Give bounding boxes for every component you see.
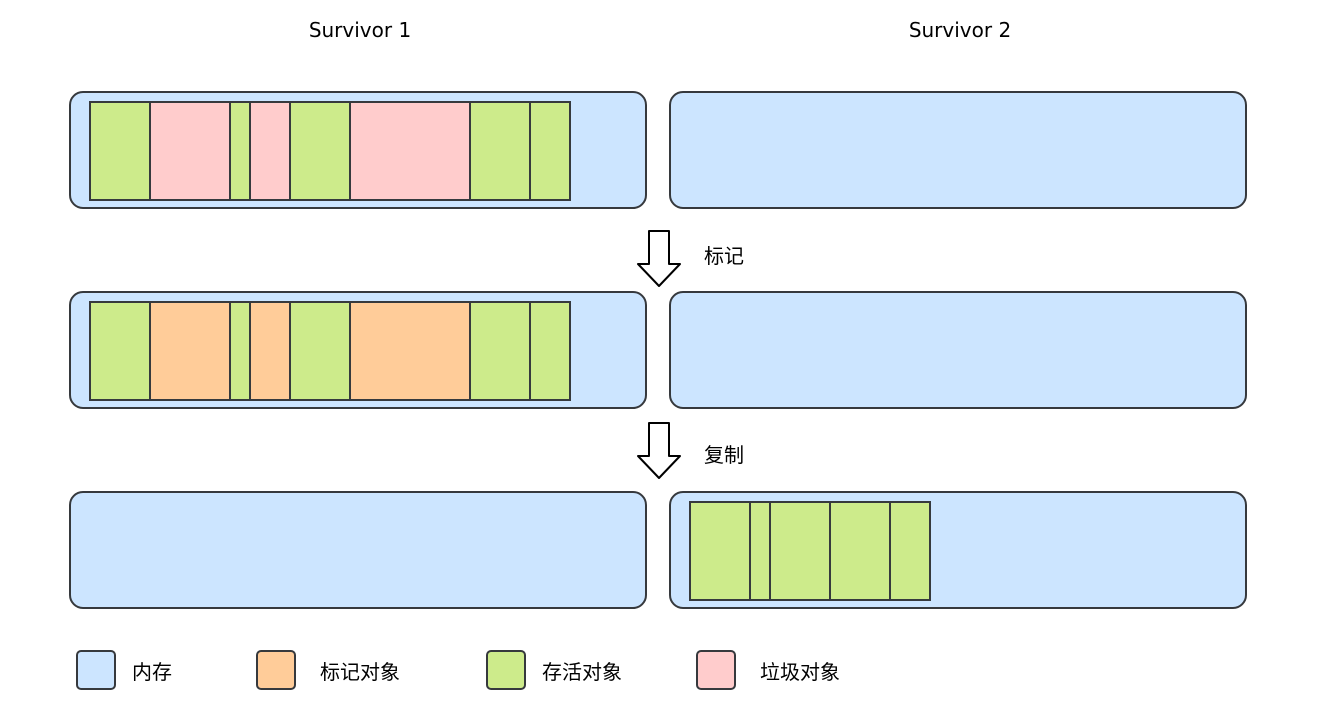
survivor-2-region-row-1: [669, 91, 1247, 209]
live-object-cell: [689, 501, 751, 601]
legend-label-garbage: 垃圾对象: [760, 659, 840, 684]
object-cells-row-2-s1: [89, 301, 571, 401]
survivor-1-region-row-1: [69, 91, 647, 209]
live-object-cell: [229, 301, 251, 401]
survivor-1-region-row-2: [69, 291, 647, 409]
live-object-cell: [749, 501, 771, 601]
live-object-cell: [769, 501, 831, 601]
garbage-object-cell: [349, 101, 471, 201]
live-object-cell: [829, 501, 891, 601]
legend-item-live: 存活对象: [486, 650, 622, 690]
object-cells-row-1-s1: [89, 101, 571, 201]
live-object-cell: [89, 101, 151, 201]
step-label-mark: 标记: [704, 244, 744, 268]
survivor-2-header: Survivor 2: [908, 18, 1012, 42]
legend-item-memory: 内存: [76, 650, 172, 690]
live-object-cell: [529, 101, 571, 201]
live-object-cell: [469, 301, 531, 401]
live-object-cell: [529, 301, 571, 401]
live-object-cell: [89, 301, 151, 401]
live-object-cell: [469, 101, 531, 201]
marked-object-cell: [149, 301, 231, 401]
down-arrow-icon: [637, 422, 681, 479]
survivor-2-region-row-3: [669, 491, 1247, 609]
survivor-1-header: Survivor 1: [308, 18, 412, 42]
legend-swatch-memory: [76, 650, 116, 690]
live-object-cell: [289, 301, 351, 401]
survivor-2-region-row-2: [669, 291, 1247, 409]
garbage-object-cell: [149, 101, 231, 201]
legend-item-marked: 标记对象: [256, 650, 400, 690]
legend-swatch-garbage: [696, 650, 736, 690]
legend-label-live: 存活对象: [542, 659, 622, 684]
garbage-object-cell: [249, 101, 291, 201]
survivor-1-region-row-3: [69, 491, 647, 609]
live-object-cell: [889, 501, 931, 601]
legend-item-garbage: 垃圾对象: [696, 650, 840, 690]
live-object-cell: [229, 101, 251, 201]
step-label-copy: 复制: [704, 443, 744, 467]
legend-swatch-marked: [256, 650, 296, 690]
marked-object-cell: [349, 301, 471, 401]
marked-object-cell: [249, 301, 291, 401]
legend-swatch-live: [486, 650, 526, 690]
legend-label-memory: 内存: [132, 659, 172, 684]
object-cells-row-3-s2: [689, 501, 931, 601]
legend-label-marked: 标记对象: [320, 659, 400, 684]
down-arrow-icon: [637, 230, 681, 287]
live-object-cell: [289, 101, 351, 201]
legend: 内存 标记对象 存活对象 垃圾对象: [0, 650, 1324, 694]
